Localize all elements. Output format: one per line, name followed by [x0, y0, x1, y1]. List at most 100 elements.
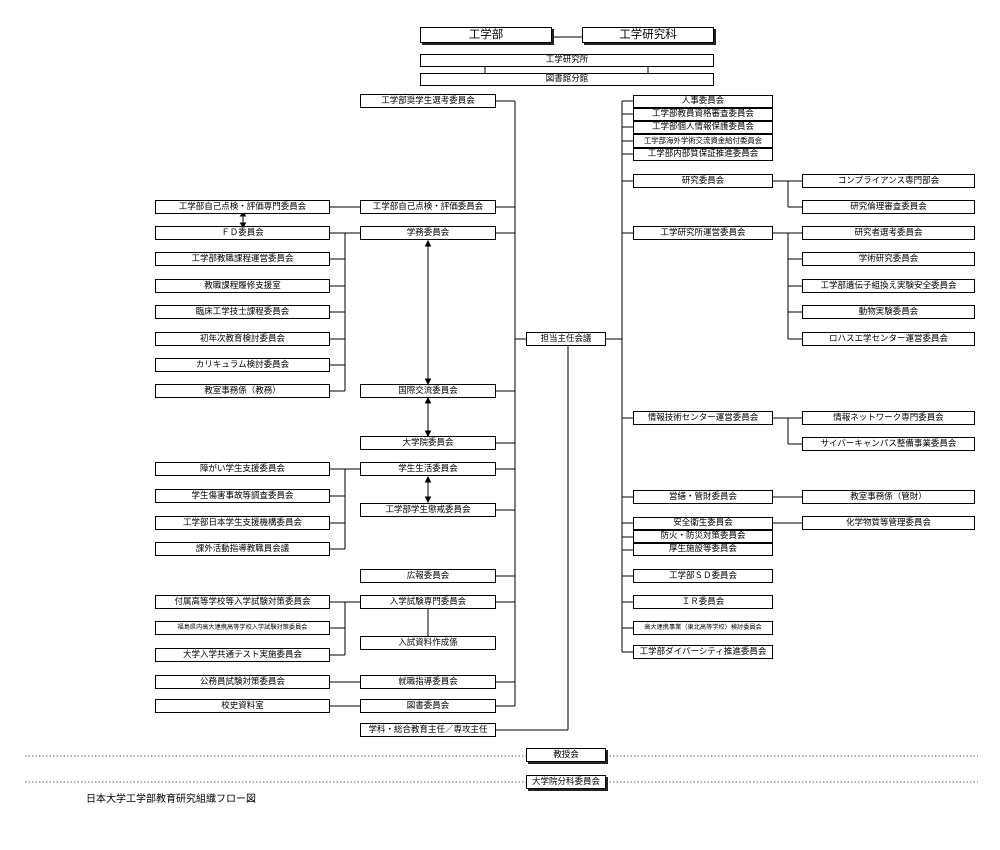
committee-box: 学術研究委員会 — [802, 252, 975, 266]
committee-box: 情報ネットワーク専門委員会 — [802, 411, 975, 425]
committee-label: 教室事務係（管財） — [850, 491, 927, 502]
coordinators-meeting-label: 担当主任会議 — [540, 333, 592, 344]
arrow-head — [424, 378, 432, 386]
committee-box: 課外活動指導教職員会議 — [155, 542, 330, 556]
arrow-head — [424, 496, 432, 504]
committee-label: 工学部学生懲戒委員会 — [385, 504, 471, 515]
library-branch-label: 図書館分館 — [545, 74, 589, 85]
grad-committee-meeting-label: 大学院分科委員会 — [531, 776, 600, 787]
committee-label: 広報委員会 — [406, 570, 450, 581]
committee-box: サイバーキャンパス整備事業委員会 — [802, 437, 975, 451]
committee-label: 化学物質等管理委員会 — [845, 517, 931, 528]
committee-label: 教職課程履修支援室 — [204, 280, 281, 291]
committee-box: 研究委員会 — [633, 174, 773, 188]
dept-chief-box: 学科・総合教育主任／専攻主任 — [360, 723, 496, 737]
grad-committee-meeting-box: 大学院分科委員会 — [526, 775, 606, 789]
committee-box: 研究倫理審査委員会 — [802, 200, 975, 214]
committee-label: 人事委員会 — [681, 96, 725, 107]
committee-box: 臨床工学技士課程委員会 — [155, 305, 330, 319]
committee-label: 付属高等学校等入学試験対策委員会 — [174, 596, 311, 607]
committee-label: 防火・防災対策委員会 — [660, 531, 746, 542]
committee-label: 工学研究所運営委員会 — [660, 227, 746, 238]
committee-label: 安全衛生委員会 — [673, 518, 733, 529]
committee-box: 情報技術センター運営委員会 — [633, 411, 773, 425]
committee-label: 学術研究委員会 — [858, 253, 919, 264]
committee-box: 高大連携事業（東北高等学校）検討委員会 — [633, 621, 773, 635]
arrow-head — [424, 239, 432, 247]
committee-box: 初年次教育検討委員会 — [155, 332, 330, 346]
faculty-meeting-label: 教授会 — [553, 749, 579, 760]
committee-label: 工学部ダイバーシティ推進委員会 — [639, 646, 767, 657]
committee-box: コンプライアンス専門部会 — [802, 174, 975, 188]
committee-label: コンプライアンス専門部会 — [837, 175, 940, 186]
committee-box: ＦＤ委員会 — [155, 226, 330, 240]
research-institute-label: 工学研究所 — [545, 55, 589, 66]
committee-box: 障がい学生支援委員会 — [155, 462, 330, 476]
committee-label: 工学部教員資格審査委員会 — [651, 109, 754, 120]
committee-label: 図書委員会 — [406, 700, 450, 711]
committee-box: 工学部海外学術交流資金給付委員会 — [633, 134, 773, 148]
committee-label: 工学部自己点検・評価専門委員会 — [178, 201, 307, 212]
engineering-faculty-box: 工学部 — [420, 27, 552, 43]
committee-label: 情報技術センター運営委員会 — [647, 412, 759, 423]
library-branch-box: 図書館分館 — [420, 73, 714, 86]
committee-label: 公務員試験対策委員会 — [199, 676, 285, 687]
committee-box: ロハスエ学センター運営委員会 — [802, 332, 975, 346]
committee-box: 大学院委員会 — [360, 436, 496, 450]
committee-label: カリキュラム検討委員会 — [195, 359, 290, 370]
committee-box: 工学部遺伝子組換え実験安全委員会 — [802, 279, 975, 293]
committee-label: 工学部奨学生選考委員会 — [381, 95, 475, 106]
committee-box: 学生生活委員会 — [360, 462, 496, 476]
graduate-school-label: 工学研究科 — [619, 27, 677, 42]
committee-box: 安全衛生委員会 — [633, 517, 773, 530]
committee-label: 福島県内高大連携高等学校入学試験対策委員会 — [177, 623, 308, 631]
committee-label: 学生生活委員会 — [398, 463, 458, 474]
committee-label: 障がい学生支援委員会 — [199, 463, 285, 474]
committee-box: 工学部学生懲戒委員会 — [360, 503, 496, 517]
committee-box: 入試資料作成係 — [360, 636, 496, 650]
committee-label: 高大連携事業（東北高等学校）検討委員会 — [644, 623, 762, 631]
committee-box: 動物実験委員会 — [802, 305, 975, 319]
dept-chief-label: 学科・総合教育主任／専攻主任 — [368, 724, 488, 735]
arrow-head — [424, 396, 432, 404]
committee-label: 工学部個人情報保護委員会 — [651, 122, 754, 133]
committee-box: 研究者選考委員会 — [802, 226, 975, 240]
committee-box: 工学部個人情報保護委員会 — [633, 121, 773, 134]
arrow-head — [424, 475, 432, 483]
committee-box: カリキュラム検討委員会 — [155, 358, 330, 372]
committee-box: 人事委員会 — [633, 95, 773, 108]
committee-box: 図書委員会 — [360, 699, 496, 713]
committee-label: 工学部内部質保証推進委員会 — [647, 149, 759, 160]
committee-label: 厚生施設等委員会 — [668, 544, 737, 555]
committee-label: ＩＲ委員会 — [681, 596, 725, 607]
committee-label: 課外活動指導教職員会議 — [195, 543, 290, 554]
committee-label: 入試資料作成係 — [398, 637, 458, 648]
arrow-head — [424, 430, 432, 438]
committee-label: 営繕・管財委員会 — [668, 491, 737, 502]
committee-label: 研究者選考委員会 — [854, 227, 923, 238]
committee-box: 広報委員会 — [360, 569, 496, 583]
committee-label: 工学部自己点検・評価委員会 — [372, 201, 484, 212]
arrow-head — [239, 222, 247, 228]
engineering-faculty-label: 工学部 — [468, 27, 504, 42]
committee-box: 工学部ＳＤ委員会 — [633, 569, 773, 583]
committee-label: ロハスエ学センター運営委員会 — [828, 333, 948, 344]
committee-box: 工学部教職課程運営委員会 — [155, 252, 330, 266]
committee-label: 入学試験専門委員会 — [389, 596, 467, 607]
committee-label: 国際交流委員会 — [398, 385, 458, 396]
committee-label: 工学部ＳＤ委員会 — [668, 570, 737, 581]
graduate-school-box: 工学研究科 — [582, 27, 714, 43]
committee-label: 校史資料室 — [221, 700, 264, 711]
committee-label: 初年次教育検討委員会 — [199, 333, 285, 344]
committee-label: 情報ネットワーク専門委員会 — [833, 412, 944, 423]
committee-box: 化学物質等管理委員会 — [802, 516, 975, 530]
faculty-meeting-box: 教授会 — [526, 748, 606, 762]
committee-label: 大学院委員会 — [402, 437, 454, 448]
diagram-title: 日本大学工学部教育研究組織フロー図 — [86, 794, 256, 805]
committee-box: ＩＲ委員会 — [633, 595, 773, 609]
committee-box: 営繕・管財委員会 — [633, 490, 773, 504]
committee-box: 工学部ダイバーシティ推進委員会 — [633, 645, 773, 659]
committee-box: 工学部日本学生支援機構委員会 — [155, 516, 330, 530]
committee-box: 付属高等学校等入学試験対策委員会 — [155, 595, 330, 609]
